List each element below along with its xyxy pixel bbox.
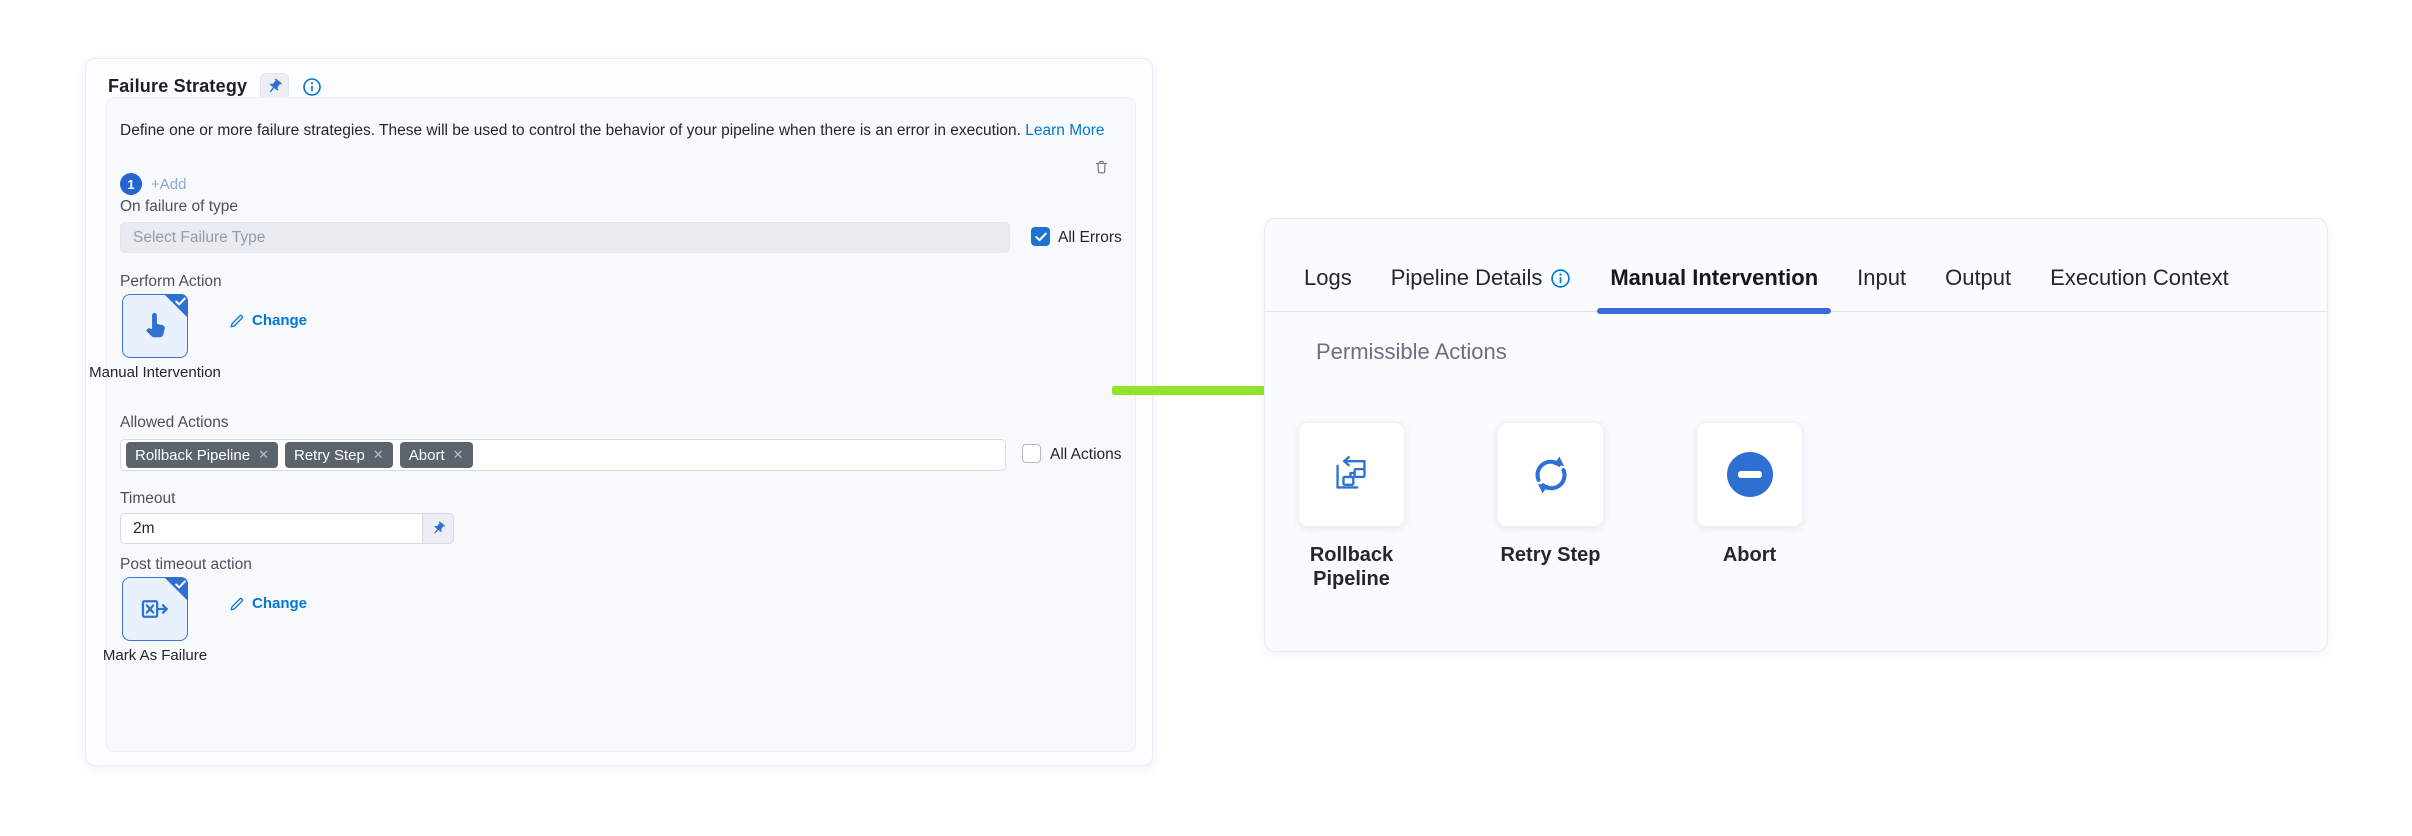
check-icon <box>175 297 186 306</box>
post-timeout-label: Post timeout action <box>120 556 252 573</box>
delete-strategy-button[interactable] <box>1094 159 1109 180</box>
add-strategy-button[interactable]: +Add <box>151 176 187 193</box>
info-icon <box>1551 268 1571 288</box>
retry-step-button[interactable] <box>1497 422 1604 527</box>
tab-pipeline-details[interactable]: Pipeline Details <box>1391 265 1572 311</box>
pin-icon <box>269 78 283 93</box>
step-details-panel: Logs Pipeline Details Manual Interventio… <box>1264 218 2328 652</box>
action-retry-step: Retry Step <box>1497 422 1604 591</box>
pin-button[interactable] <box>260 73 290 100</box>
check-icon <box>1034 232 1047 241</box>
remove-tag-icon[interactable]: ✕ <box>452 447 464 462</box>
timeout-input[interactable] <box>120 513 423 544</box>
failure-type-select[interactable] <box>120 222 1010 253</box>
perform-action-name: Manual Intervention <box>89 364 221 381</box>
rollback-pipeline-button[interactable] <box>1298 422 1405 527</box>
tab-execution-context[interactable]: Execution Context <box>2050 265 2229 290</box>
remove-tag-icon[interactable]: ✕ <box>372 447 384 462</box>
mark-as-failure-icon <box>141 600 168 618</box>
arrow-shaft <box>1112 386 1302 395</box>
all-errors-label: All Errors <box>1058 229 1122 246</box>
learn-more-link[interactable]: Learn More <box>1025 122 1105 139</box>
pin-icon <box>433 521 445 534</box>
check-icon <box>175 580 186 589</box>
active-tab-underline <box>1597 308 1832 314</box>
failure-strategy-form: Define one or more failure strategies. T… <box>89 97 1136 752</box>
all-actions-checkbox[interactable] <box>1022 444 1041 463</box>
remove-tag-icon[interactable]: ✕ <box>258 447 269 462</box>
tab-input[interactable]: Input <box>1857 265 1907 290</box>
perform-action-label: Perform Action <box>120 273 222 290</box>
retry-icon <box>1534 456 1567 493</box>
change-post-timeout-link[interactable]: Change <box>229 595 307 612</box>
abort-button[interactable] <box>1696 422 1803 527</box>
trash-icon <box>1095 160 1108 174</box>
failure-strategy-panel: Failure Strategy Define one or more fail… <box>85 58 1153 766</box>
manual-intervention-icon <box>146 312 165 338</box>
tag-retry-step: Retry Step ✕ <box>284 442 393 468</box>
tab-output[interactable]: Output <box>1945 265 2012 290</box>
post-timeout-action-card[interactable] <box>122 577 188 641</box>
action-abort: Abort <box>1696 422 1803 591</box>
perform-action-card[interactable] <box>122 294 188 358</box>
on-failure-label: On failure of type <box>120 198 239 215</box>
panel-description: Define one or more failure strategies. T… <box>120 122 1105 139</box>
all-actions-label: All Actions <box>1050 446 1122 463</box>
pencil-icon <box>230 314 244 327</box>
info-icon[interactable] <box>302 77 322 97</box>
action-rollback-pipeline: Rollback Pipeline <box>1298 422 1405 591</box>
all-errors-checkbox[interactable] <box>1031 227 1050 246</box>
strategy-index-chip[interactable]: 1 <box>120 173 142 195</box>
permissible-actions-title: Permissible Actions <box>1316 339 1507 364</box>
action-label: Rollback Pipeline <box>1309 544 1394 590</box>
tab-logs[interactable]: Logs <box>1304 265 1352 290</box>
tag-abort: Abort ✕ <box>399 442 473 468</box>
failure-strategy-header: Failure Strategy <box>86 59 1152 100</box>
change-perform-action-link[interactable]: Change <box>229 312 307 329</box>
tag-rollback-pipeline: Rollback Pipeline ✕ <box>126 442 278 468</box>
permissible-actions-list: Rollback Pipeline Retry Step <box>1298 422 1803 591</box>
timeout-pin-button[interactable] <box>423 513 454 544</box>
timeout-field <box>120 513 454 544</box>
tab-manual-intervention[interactable]: Manual Intervention <box>1597 265 1832 314</box>
abort-icon <box>1726 452 1773 497</box>
action-label: Retry Step <box>1500 544 1601 566</box>
timeout-label: Timeout <box>120 490 176 507</box>
rollback-pipeline-icon <box>1335 455 1366 489</box>
allowed-actions-label: Allowed Actions <box>120 414 229 431</box>
details-tabbar: Logs Pipeline Details Manual Interventio… <box>1265 219 2327 314</box>
allowed-actions-input[interactable]: Rollback Pipeline ✕ Retry Step ✕ Abort ✕ <box>120 439 1006 471</box>
post-timeout-action-name: Mark As Failure <box>102 647 208 664</box>
action-label: Abort <box>1722 544 1777 566</box>
panel-title: Failure Strategy <box>108 76 248 96</box>
pencil-icon <box>230 597 244 610</box>
